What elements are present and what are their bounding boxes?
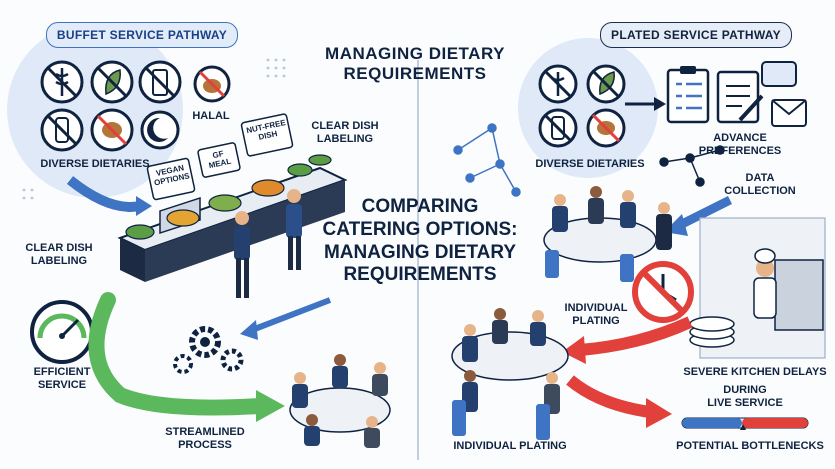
plated-no-bottle-icon (538, 108, 578, 148)
bottleneck-bar (681, 417, 809, 430)
sign-vegan (146, 157, 196, 201)
buffet-flow-arrow (66, 176, 141, 212)
advance-preferences-label: ADVANCE PREFERENCES (698, 132, 782, 157)
delay-arrow (579, 316, 693, 356)
sign-meal (197, 142, 241, 178)
bottlenecks-label: POTENTIAL BOTTLENECKS (676, 440, 824, 452)
plated-network-graphic (659, 145, 725, 187)
plated-no-nut-icon (586, 108, 626, 148)
halal-label: HALAL (192, 110, 230, 122)
plated-diverse-label: DIVERSE DIETARIES (535, 158, 645, 170)
center-blue-arrow (250, 297, 332, 333)
halal-icon (193, 65, 231, 103)
crescent-icon (140, 110, 180, 150)
streamlined-arrow (88, 292, 268, 416)
data-collection-label: DATA COLLECTION (724, 172, 796, 197)
kitchen-scene (689, 217, 826, 359)
center-title: COMPARING CATERING OPTIONS: MANAGING DIE… (322, 196, 518, 286)
gear-icon (173, 326, 244, 374)
sign-nut-free (240, 113, 294, 157)
buffet-guest-1 (234, 211, 250, 298)
severe-delays-label: SEVERE KITCHEN DELAYS (683, 366, 827, 378)
dot-pattern (22, 58, 286, 200)
form-icon (716, 70, 764, 124)
email-icon (761, 61, 807, 127)
plated-pathway-pill: PLATED SERVICE PATHWAY (600, 22, 792, 48)
individual-plating-mid-label: INDIVIDUAL PLATING (564, 302, 628, 327)
network-graphic (453, 123, 521, 197)
bottleneck-arrow (566, 375, 651, 418)
no-dairy-icon (138, 60, 182, 104)
no-nut-icon (90, 108, 134, 152)
buffet-pathway-pill: BUFFET SERVICE PATHWAY (46, 22, 238, 48)
plated-table-top (543, 186, 672, 282)
clear-labeling-left: CLEAR DISH LABELING (25, 242, 93, 267)
gauge-icon (30, 300, 94, 364)
buffet-guest-2 (286, 189, 302, 270)
individual-plating-bottom-label: INDIVIDUAL PLATING (453, 440, 567, 452)
plated-no-gluten-icon (538, 64, 578, 104)
no-bottle-icon (40, 108, 84, 152)
streamlined-process-label: STREAMLINED PROCESS (165, 426, 245, 451)
no-plant-icon (90, 60, 134, 104)
no-gluten-icon (40, 60, 84, 104)
clock-icon (632, 261, 694, 323)
plated-no-plant-icon (586, 64, 626, 104)
during-live-label: DURING LIVE SERVICE (707, 384, 783, 409)
top-title: MANAGING DIETARY REQUIREMENTS (325, 44, 505, 83)
buffet-diverse-label: DIVERSE DIETARIES (40, 158, 150, 170)
clipboard-icon (666, 66, 710, 124)
plated-table-bottom (451, 308, 569, 440)
plated-diets-circle (518, 38, 658, 178)
clear-labeling-top: CLEAR DISH LABELING (311, 120, 379, 145)
buffet-dining-table (289, 354, 391, 448)
efficient-service-label: EFFICIENT SERVICE (33, 366, 91, 391)
